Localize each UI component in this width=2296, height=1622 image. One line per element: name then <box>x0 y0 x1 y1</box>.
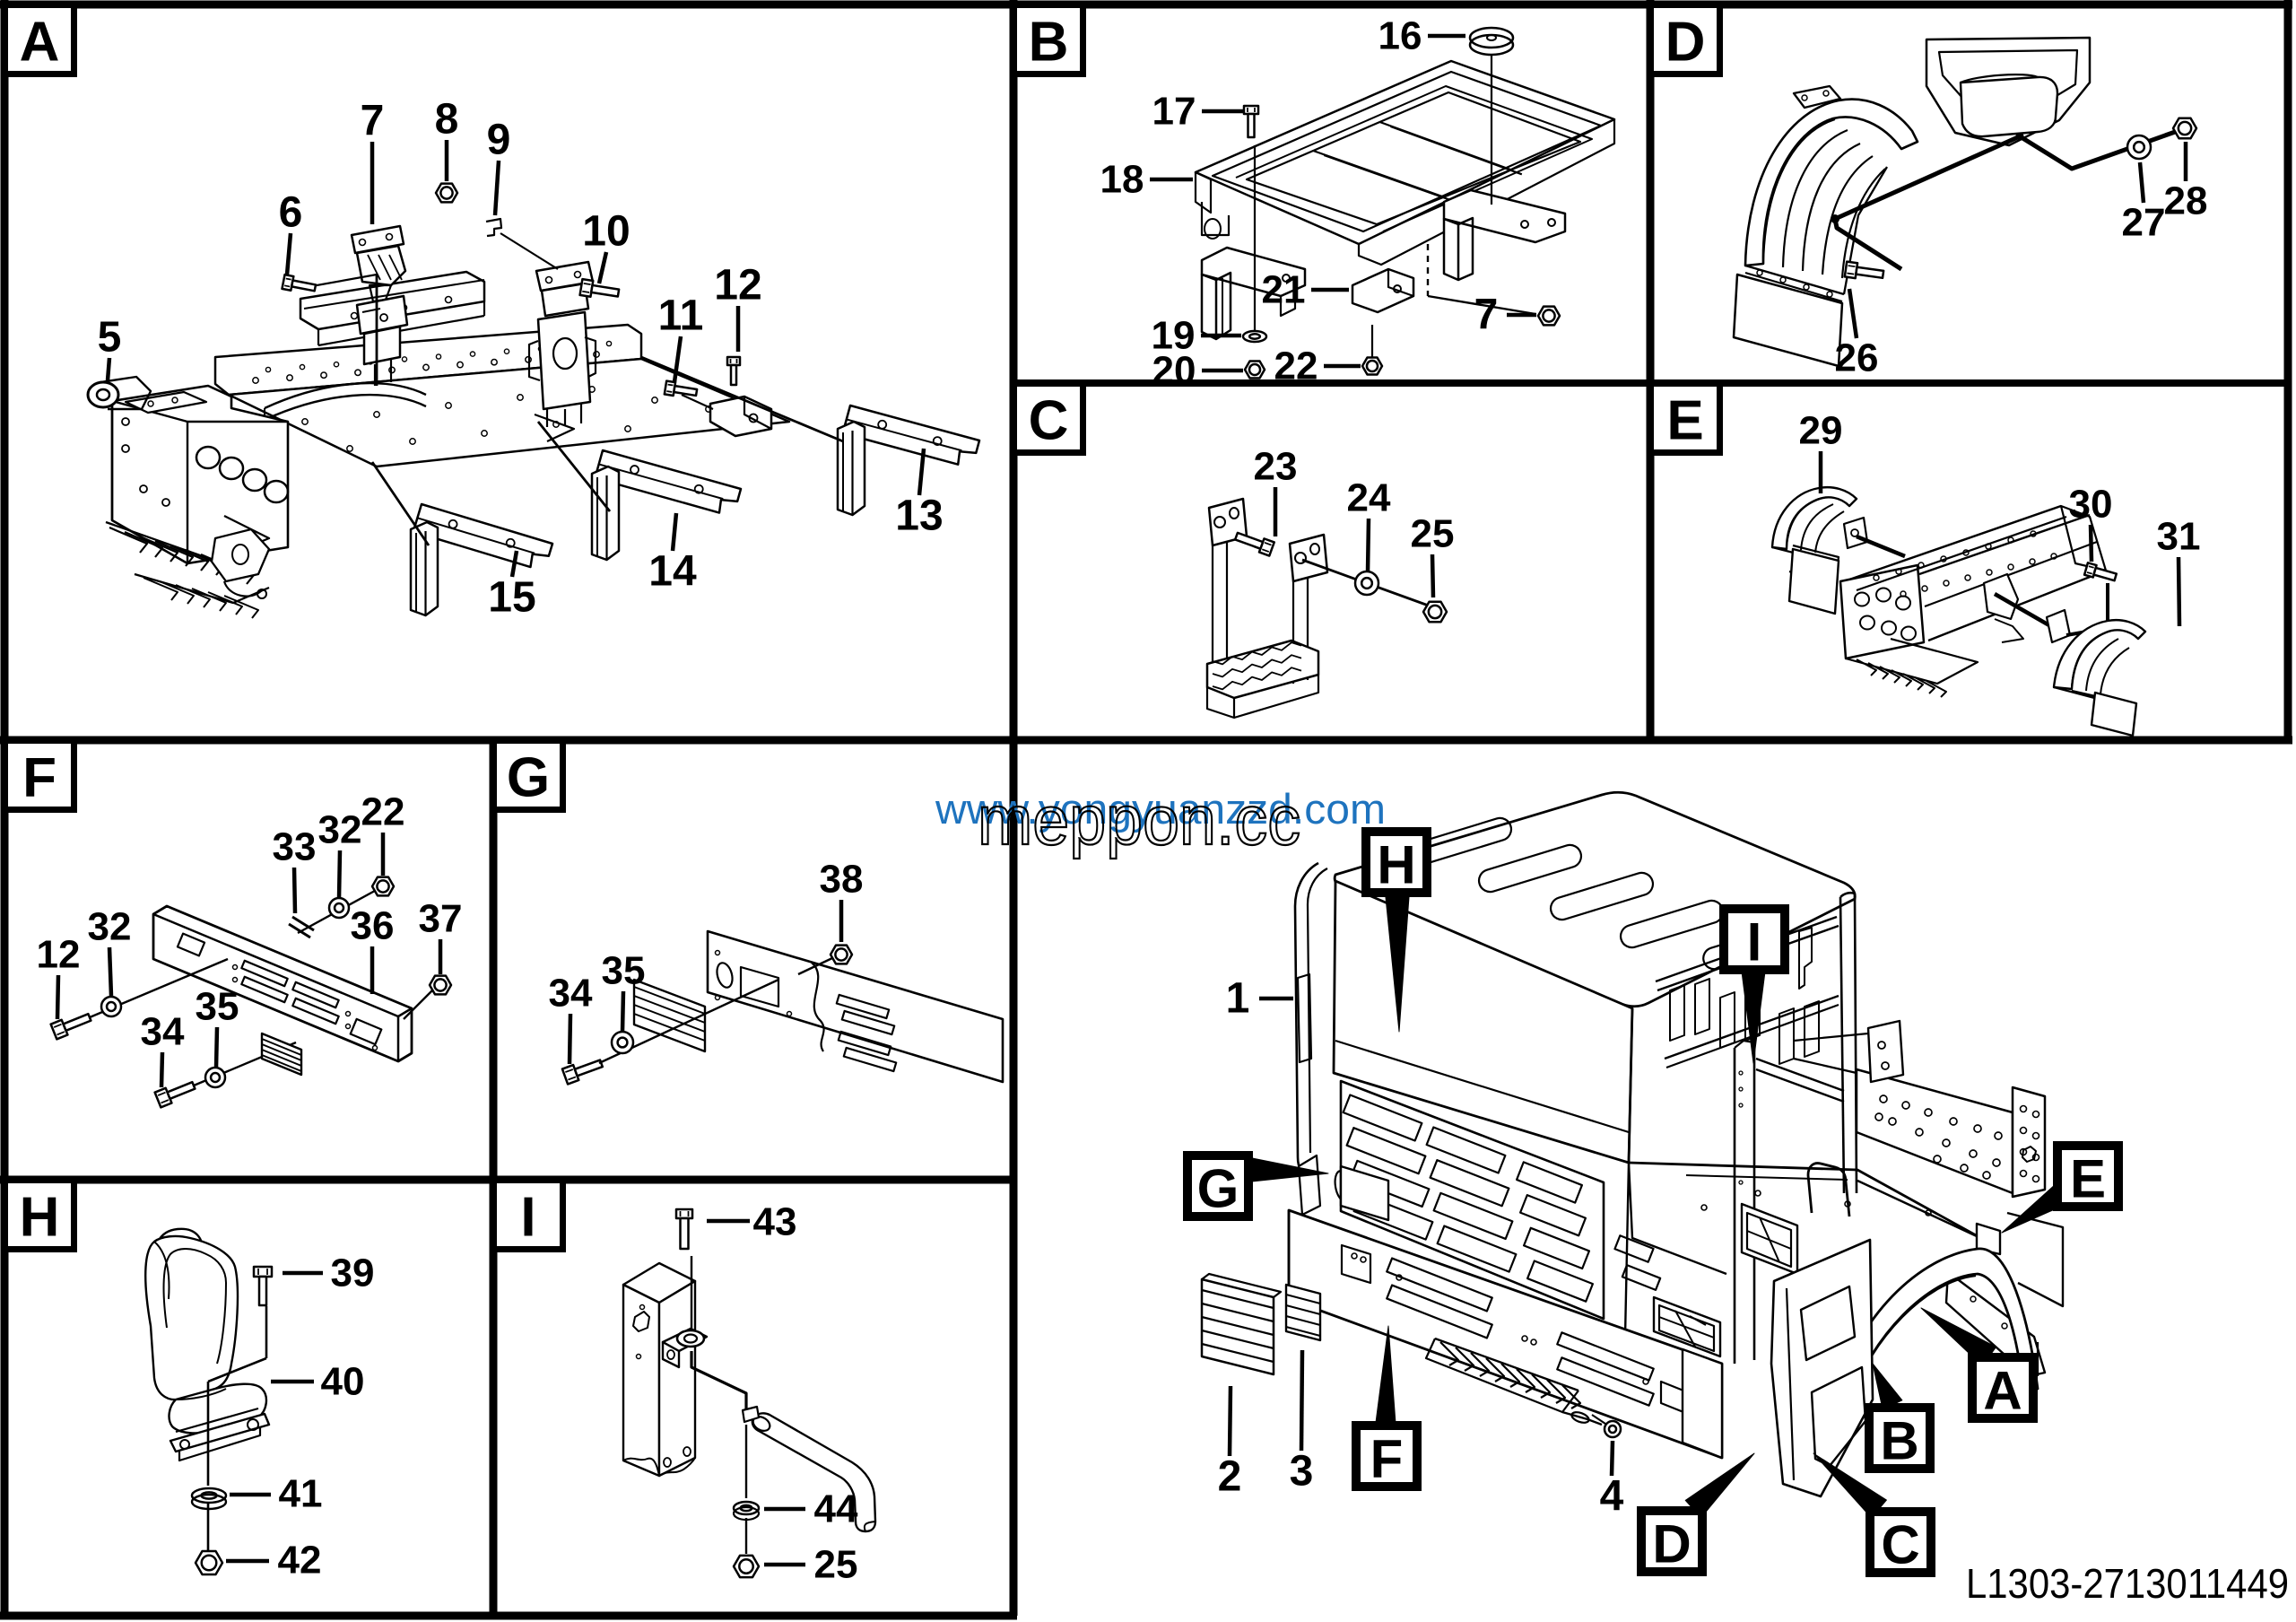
svg-text:31: 31 <box>2157 515 2201 559</box>
svg-text:meppon.cc: meppon.cc <box>978 780 1300 859</box>
svg-text:13: 13 <box>895 493 943 540</box>
svg-text:10: 10 <box>582 208 630 256</box>
svg-text:39: 39 <box>331 1251 375 1295</box>
svg-text:5: 5 <box>98 314 122 362</box>
svg-text:30: 30 <box>2069 483 2113 527</box>
svg-text:D: D <box>1652 1514 1691 1574</box>
svg-text:I: I <box>520 1187 535 1249</box>
svg-text:B: B <box>1880 1411 1918 1471</box>
svg-text:B: B <box>1029 12 1069 74</box>
svg-text:21: 21 <box>1262 268 1306 312</box>
svg-text:15: 15 <box>488 574 535 622</box>
svg-text:33: 33 <box>273 825 317 869</box>
svg-text:42: 42 <box>278 1539 322 1583</box>
svg-text:L1303-2713011449: L1303-2713011449 <box>1966 1560 2289 1607</box>
svg-text:1: 1 <box>1226 975 1250 1023</box>
svg-text:26: 26 <box>1835 336 1879 380</box>
svg-text:4: 4 <box>1600 1473 1624 1521</box>
svg-text:19: 19 <box>1152 314 1196 358</box>
svg-text:43: 43 <box>753 1200 797 1244</box>
svg-text:F: F <box>22 747 57 809</box>
svg-text:34: 34 <box>549 972 593 1016</box>
svg-text:9: 9 <box>487 117 511 164</box>
svg-text:20: 20 <box>1152 349 1196 393</box>
svg-text:C: C <box>1029 390 1069 452</box>
svg-text:22: 22 <box>361 790 405 834</box>
svg-text:38: 38 <box>820 858 864 902</box>
svg-text:H: H <box>1377 835 1415 895</box>
svg-text:37: 37 <box>419 897 463 941</box>
svg-text:29: 29 <box>1799 409 1843 453</box>
svg-text:27: 27 <box>2122 201 2166 245</box>
svg-text:28: 28 <box>2164 179 2208 223</box>
svg-text:24: 24 <box>1347 476 1391 520</box>
svg-text:22: 22 <box>1274 344 1318 388</box>
svg-text:25: 25 <box>1411 512 1455 556</box>
svg-text:16: 16 <box>1378 14 1422 58</box>
svg-text:7: 7 <box>361 98 385 145</box>
svg-text:www.yongyuanzzd.com: www.yongyuanzzd.com <box>935 785 1386 833</box>
svg-text:A: A <box>20 12 60 74</box>
svg-text:G: G <box>1197 1159 1239 1219</box>
svg-text:G: G <box>507 747 550 809</box>
svg-text:17: 17 <box>1152 90 1196 134</box>
svg-text:41: 41 <box>279 1472 323 1516</box>
svg-text:35: 35 <box>602 949 646 993</box>
svg-text:A: A <box>1983 1361 2022 1421</box>
svg-text:14: 14 <box>648 548 697 596</box>
svg-text:35: 35 <box>196 985 239 1029</box>
svg-text:40: 40 <box>321 1360 365 1404</box>
svg-text:32: 32 <box>318 808 362 852</box>
svg-text:34: 34 <box>141 1010 185 1054</box>
svg-text:12: 12 <box>37 933 81 977</box>
svg-text:12: 12 <box>714 262 761 310</box>
svg-text:C: C <box>1881 1515 1919 1575</box>
svg-text:7: 7 <box>1474 292 1499 339</box>
svg-text:E: E <box>2070 1149 2106 1209</box>
svg-text:E: E <box>1666 390 1703 452</box>
svg-text:H: H <box>20 1187 60 1249</box>
svg-text:32: 32 <box>88 905 132 949</box>
svg-text:F: F <box>1370 1429 1404 1489</box>
svg-text:44: 44 <box>814 1487 858 1531</box>
svg-text:18: 18 <box>1100 158 1144 202</box>
svg-text:2: 2 <box>1218 1453 1242 1501</box>
svg-text:6: 6 <box>279 189 303 237</box>
svg-text:23: 23 <box>1254 445 1298 489</box>
svg-text:D: D <box>1665 12 1706 74</box>
svg-text:25: 25 <box>814 1543 858 1587</box>
svg-text:I: I <box>1747 912 1762 972</box>
svg-text:3: 3 <box>1290 1448 1314 1496</box>
svg-text:36: 36 <box>351 904 395 948</box>
svg-text:11: 11 <box>658 292 704 340</box>
svg-text:8: 8 <box>435 96 459 144</box>
